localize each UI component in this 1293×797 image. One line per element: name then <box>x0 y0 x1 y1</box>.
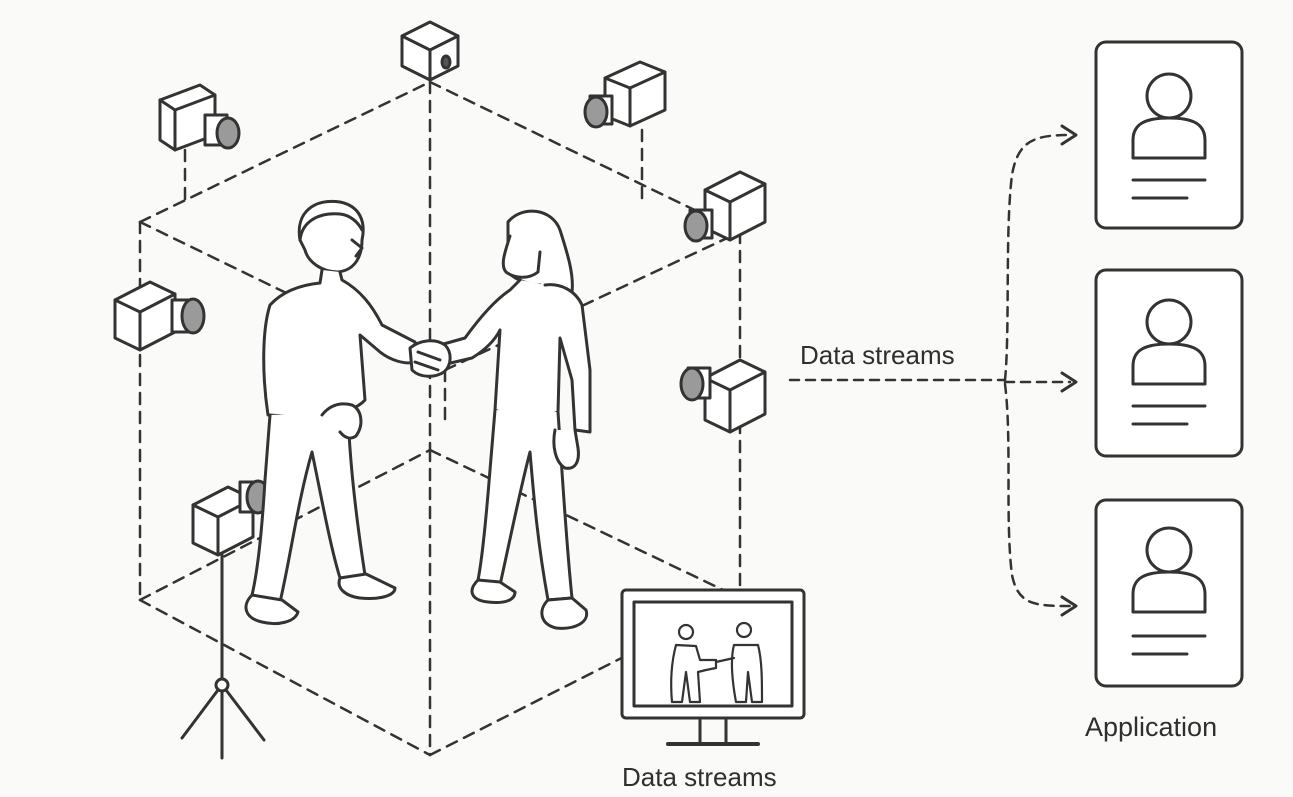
data-stream-arrows <box>788 133 1072 608</box>
application-label: Application <box>1085 712 1218 742</box>
user-profile-icon <box>1094 268 1244 458</box>
tripod-icon <box>180 553 266 760</box>
camera-icon <box>113 280 206 352</box>
camera-icon <box>679 358 767 434</box>
woman-figure <box>438 209 592 630</box>
monitor-icon <box>620 588 806 746</box>
arrow-right-icon <box>1060 371 1078 393</box>
user-profile-icon <box>1094 498 1244 688</box>
camera-icon <box>583 60 667 129</box>
arrow-right-icon <box>1060 124 1078 146</box>
data-streams-caption: Data streams <box>622 762 777 792</box>
handshake <box>408 339 452 378</box>
arrow-right-icon <box>1060 595 1078 617</box>
camera-icon <box>400 20 460 82</box>
camera-icon <box>683 170 767 243</box>
user-profile-icon <box>1094 40 1244 230</box>
camera-icon <box>158 83 241 152</box>
data-streams-label: Data streams <box>800 340 955 370</box>
camera-icon <box>191 479 271 557</box>
man-figure <box>244 199 417 626</box>
